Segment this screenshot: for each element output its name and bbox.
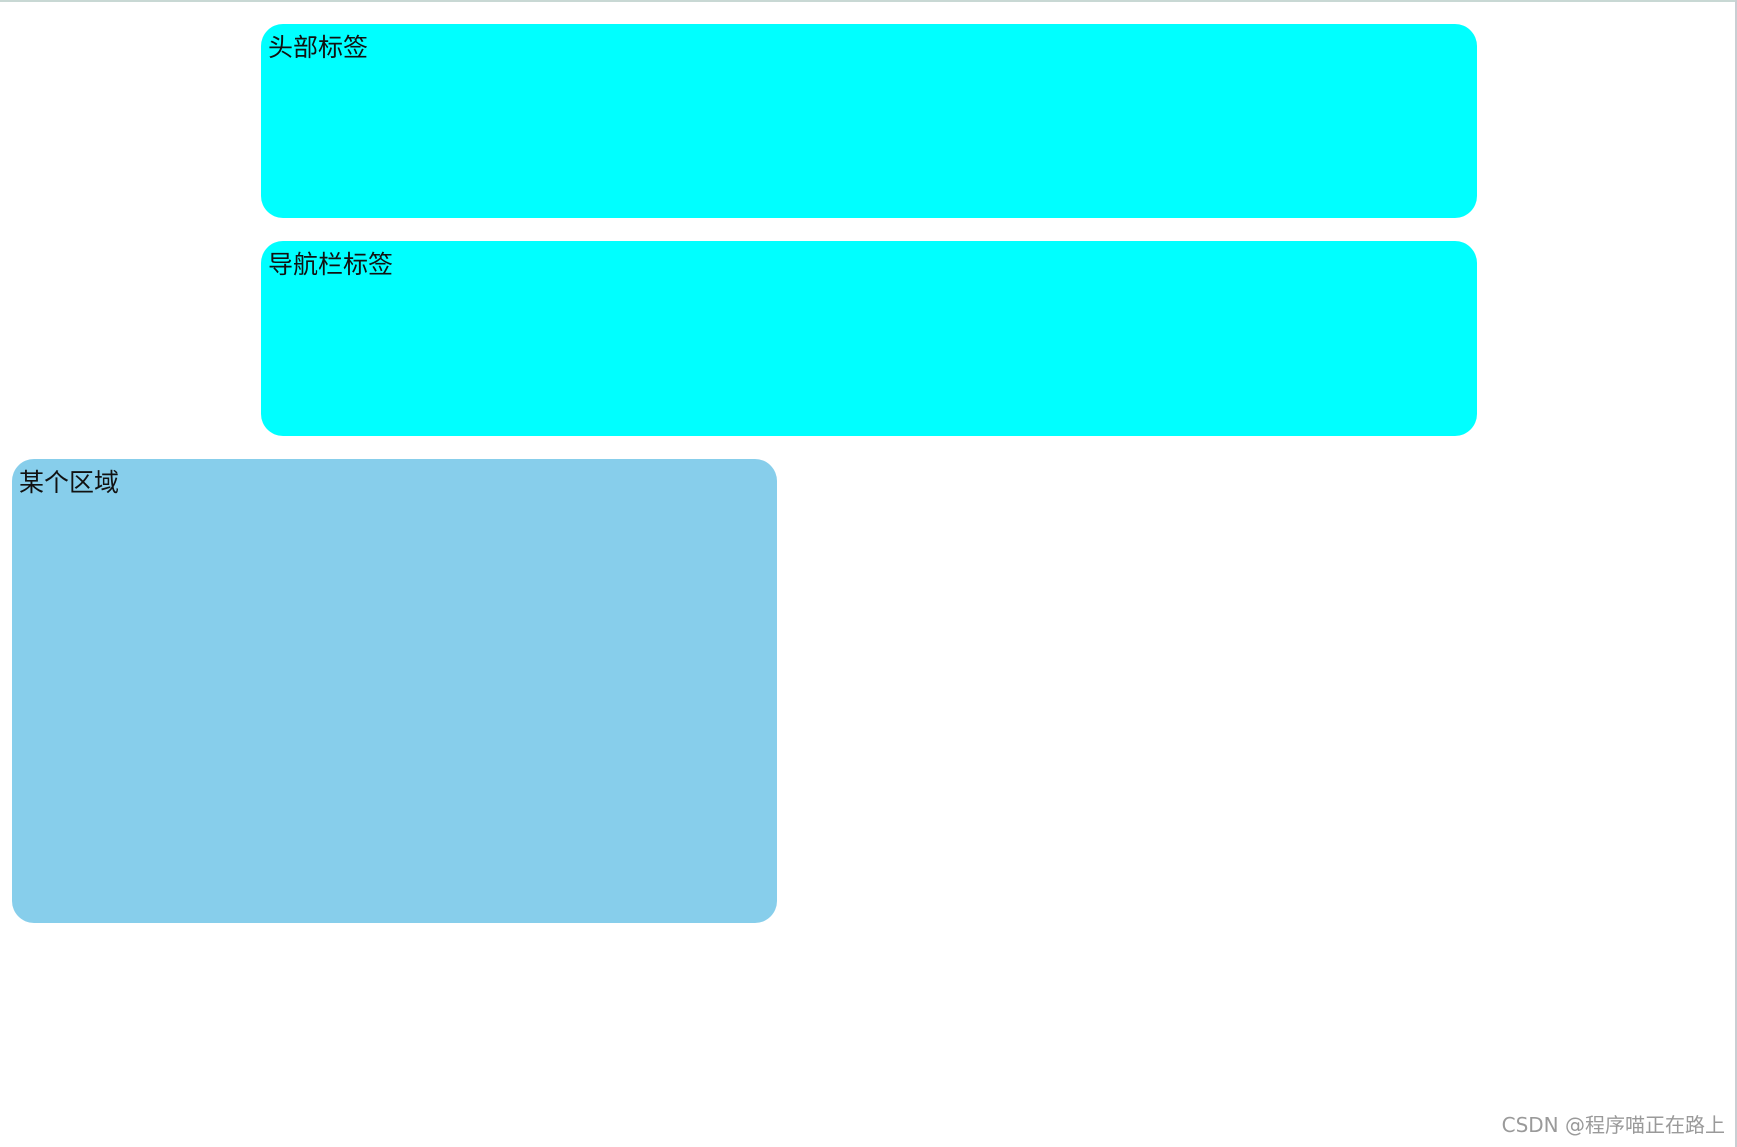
window-top-border xyxy=(0,0,1737,2)
csdn-watermark: CSDN @程序喵正在路上 xyxy=(1501,1113,1725,1137)
nav-box: 导航栏标签 xyxy=(261,241,1477,436)
header-box: 头部标签 xyxy=(261,24,1477,218)
header-label: 头部标签 xyxy=(268,33,369,62)
area-label: 某个区域 xyxy=(19,468,120,497)
content-area-box: 某个区域 xyxy=(12,459,777,923)
nav-label: 导航栏标签 xyxy=(268,250,394,279)
window-right-border xyxy=(1735,0,1737,1147)
